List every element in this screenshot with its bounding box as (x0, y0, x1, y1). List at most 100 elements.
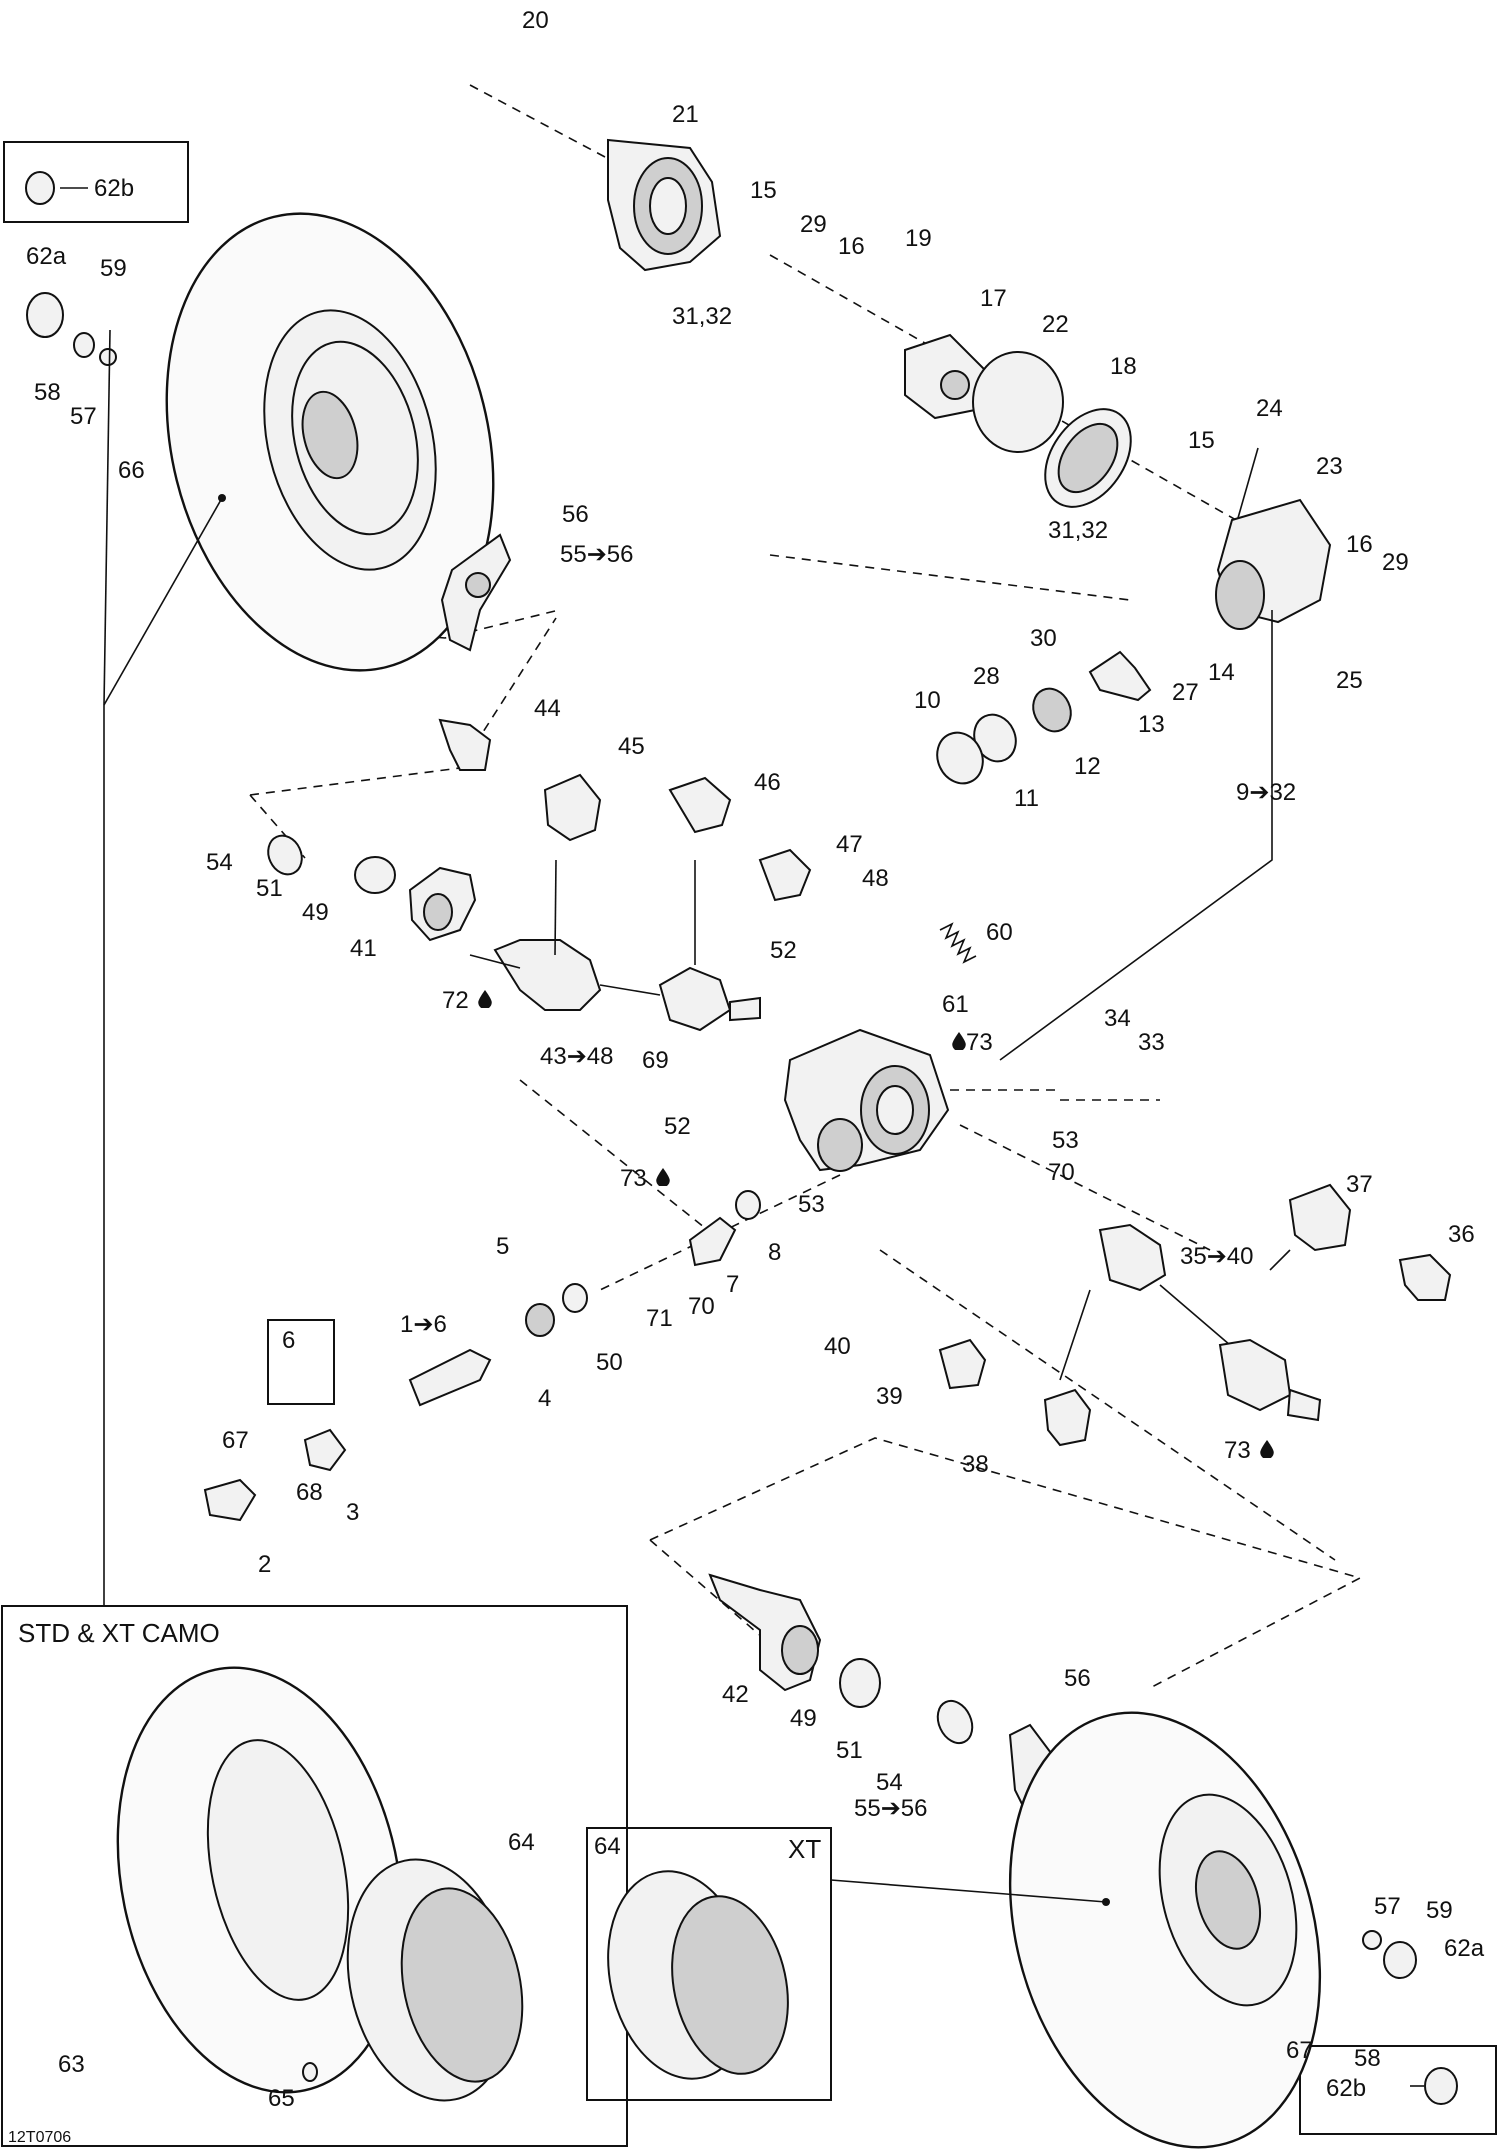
callout-38: 38 (962, 1451, 989, 1478)
bearing-49-top (354, 856, 396, 894)
callout-51: 51 (836, 1737, 863, 1764)
oil-drop-icon (478, 990, 492, 1008)
callout-46: 46 (754, 769, 781, 796)
callout-58: 58 (1354, 2045, 1381, 2072)
callout-22: 22 (1042, 311, 1069, 338)
callout-53: 53 (1052, 1127, 1079, 1154)
callout-19: 19 (905, 225, 932, 252)
housing-21 (607, 138, 722, 272)
wheel-hub-top (440, 533, 512, 652)
callout-29: 29 (800, 211, 827, 238)
callout-21: 21 (672, 101, 699, 128)
seal-54-top (267, 834, 303, 876)
callout-31-32: 31,32 (1048, 517, 1108, 544)
pinion-shaft-13 (936, 650, 1152, 785)
callout-10: 10 (914, 687, 941, 714)
callout-73: 73 (1224, 1437, 1251, 1464)
joint-47 (758, 848, 812, 902)
callout-62b: 62b (94, 175, 134, 202)
callout-52: 52 (664, 1113, 691, 1140)
callout-59: 59 (100, 255, 127, 282)
spring-60 (939, 922, 977, 964)
callout-57: 57 (1374, 1893, 1401, 1920)
wheel-front-left (165, 212, 495, 672)
rim-64-std (346, 1858, 524, 2102)
callout-71: 71 (646, 1305, 673, 1332)
callout-29: 29 (1382, 549, 1409, 576)
box-62b-top-left (3, 141, 189, 223)
o-ring-22 (972, 351, 1064, 453)
callout-54: 54 (876, 1769, 903, 1796)
callout-20: 20 (522, 7, 549, 34)
half-shaft-43-48 (493, 939, 761, 1032)
callout-30: 30 (1030, 625, 1057, 652)
callout-31-32: 31,32 (672, 303, 732, 330)
oil-drop-icon (656, 1168, 670, 1186)
cross-3 (303, 1428, 347, 1472)
box-62b-bottom-right (1299, 2045, 1497, 2135)
callout-16: 16 (838, 233, 865, 260)
joint-44 (438, 718, 492, 771)
callout-57: 57 (70, 403, 97, 430)
callout-8: 8 (768, 1239, 781, 1266)
front-differential-main (783, 1028, 950, 1172)
callout-58: 58 (34, 379, 61, 406)
callout-49: 49 (302, 899, 329, 926)
callout-55-56: 55➔56 (854, 1795, 928, 1822)
callout-56: 56 (562, 501, 589, 528)
wheel-front-right (1008, 1711, 1322, 2149)
callout-66: 66 (118, 457, 145, 484)
callout-43-48: 43➔48 (540, 1043, 614, 1070)
callout-13: 13 (1138, 711, 1165, 738)
diagram-code: 12T0706 (8, 2129, 71, 2146)
rim-64-xt (607, 1870, 789, 2080)
half-shaft-35-40 (1098, 1223, 1322, 1422)
yoke-2 (203, 1478, 257, 1522)
callout-62a: 62a (26, 243, 67, 270)
callout-69: 69 (642, 1047, 669, 1074)
box-std-xt-camo (1, 1605, 628, 2147)
callout-7: 7 (726, 1271, 739, 1298)
callout-68: 68 (296, 1479, 323, 1506)
callout-44: 44 (534, 695, 561, 722)
callout-60: 60 (986, 919, 1013, 946)
callout-55-56: 55➔56 (560, 541, 634, 568)
oil-drop-icon (952, 1032, 966, 1050)
callout-9-32: 9➔32 (1236, 779, 1296, 806)
callout-34: 34 (1104, 1005, 1131, 1032)
callout-16: 16 (1346, 531, 1373, 558)
callout-67: 67 (222, 1427, 249, 1454)
callout-73: 73 (620, 1165, 647, 1192)
callout-1-6: 1➔6 (400, 1311, 447, 1338)
seal-54-bottom (936, 1699, 974, 1745)
callout-42: 42 (722, 1681, 749, 1708)
callout-3: 3 (346, 1499, 359, 1526)
variant-label-std-xt-camo: STD & XT CAMO (18, 1618, 220, 1648)
callout-47: 47 (836, 831, 863, 858)
differential-17 (904, 333, 987, 420)
housing-23 (1215, 447, 1332, 630)
callout-11: 11 (1014, 785, 1039, 812)
callout-64: 64 (508, 1829, 535, 1856)
callout-73: 73 (966, 1029, 993, 1056)
callout-4: 4 (538, 1385, 551, 1412)
callout-45: 45 (618, 733, 645, 760)
variant-label-xt: XT (788, 1834, 821, 1864)
box-xt (586, 1827, 832, 2101)
boot-46 (668, 776, 732, 834)
callout-53: 53 (798, 1191, 825, 1218)
callout-36: 36 (1448, 1221, 1475, 1248)
callout-67: 67 (1286, 2037, 1313, 2064)
callout-18: 18 (1110, 353, 1137, 380)
callout-12: 12 (1074, 753, 1101, 780)
callout-37: 37 (1346, 1171, 1373, 1198)
callout-40: 40 (824, 1333, 851, 1360)
sleeve-7 (688, 1216, 737, 1267)
callout-61: 61 (942, 991, 969, 1018)
callout-25: 25 (1336, 667, 1363, 694)
callout-59: 59 (1426, 1897, 1453, 1924)
callout-15: 15 (750, 177, 777, 204)
callout-6: 6 (282, 1327, 295, 1354)
callout-63: 63 (58, 2051, 85, 2078)
